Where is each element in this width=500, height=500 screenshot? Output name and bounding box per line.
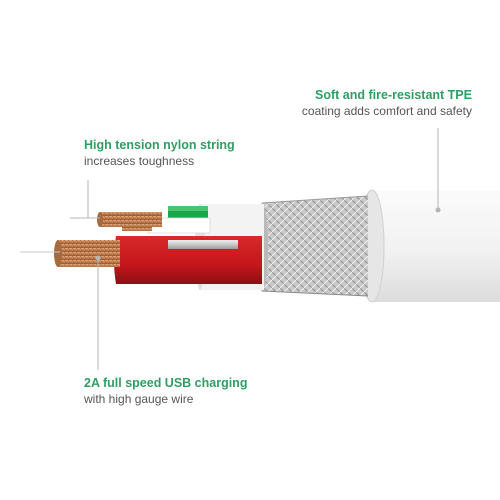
callout-usb-subtitle: with high gauge wire xyxy=(84,391,194,406)
callout-tpe-subtitle: coating adds comfort and safety xyxy=(301,103,472,118)
leader-endpoints xyxy=(95,207,441,261)
tpe-jacket xyxy=(359,189,500,303)
callout-nylon-title: High tension nylon string xyxy=(84,138,235,152)
braided-shield xyxy=(256,195,369,297)
leader-lines xyxy=(70,128,439,370)
callout-tpe-title: Soft and fire-resistant TPE xyxy=(315,88,472,102)
silver-drain-wire xyxy=(168,240,238,249)
copper-strand-bundle-top xyxy=(97,212,162,227)
callout-usb-charging: 2A full speed USB charging with high gau… xyxy=(84,376,247,407)
callout-nylon-subtitle: increases toughness xyxy=(84,153,195,168)
copper-strand-bundle-power xyxy=(54,240,120,267)
callout-usb-title: 2A full speed USB charging xyxy=(84,376,248,390)
callout-nylon-string: High tension nylon string increases toug… xyxy=(84,138,235,169)
callout-tpe-coating: Soft and fire-resistant TPE coating adds… xyxy=(270,88,472,119)
